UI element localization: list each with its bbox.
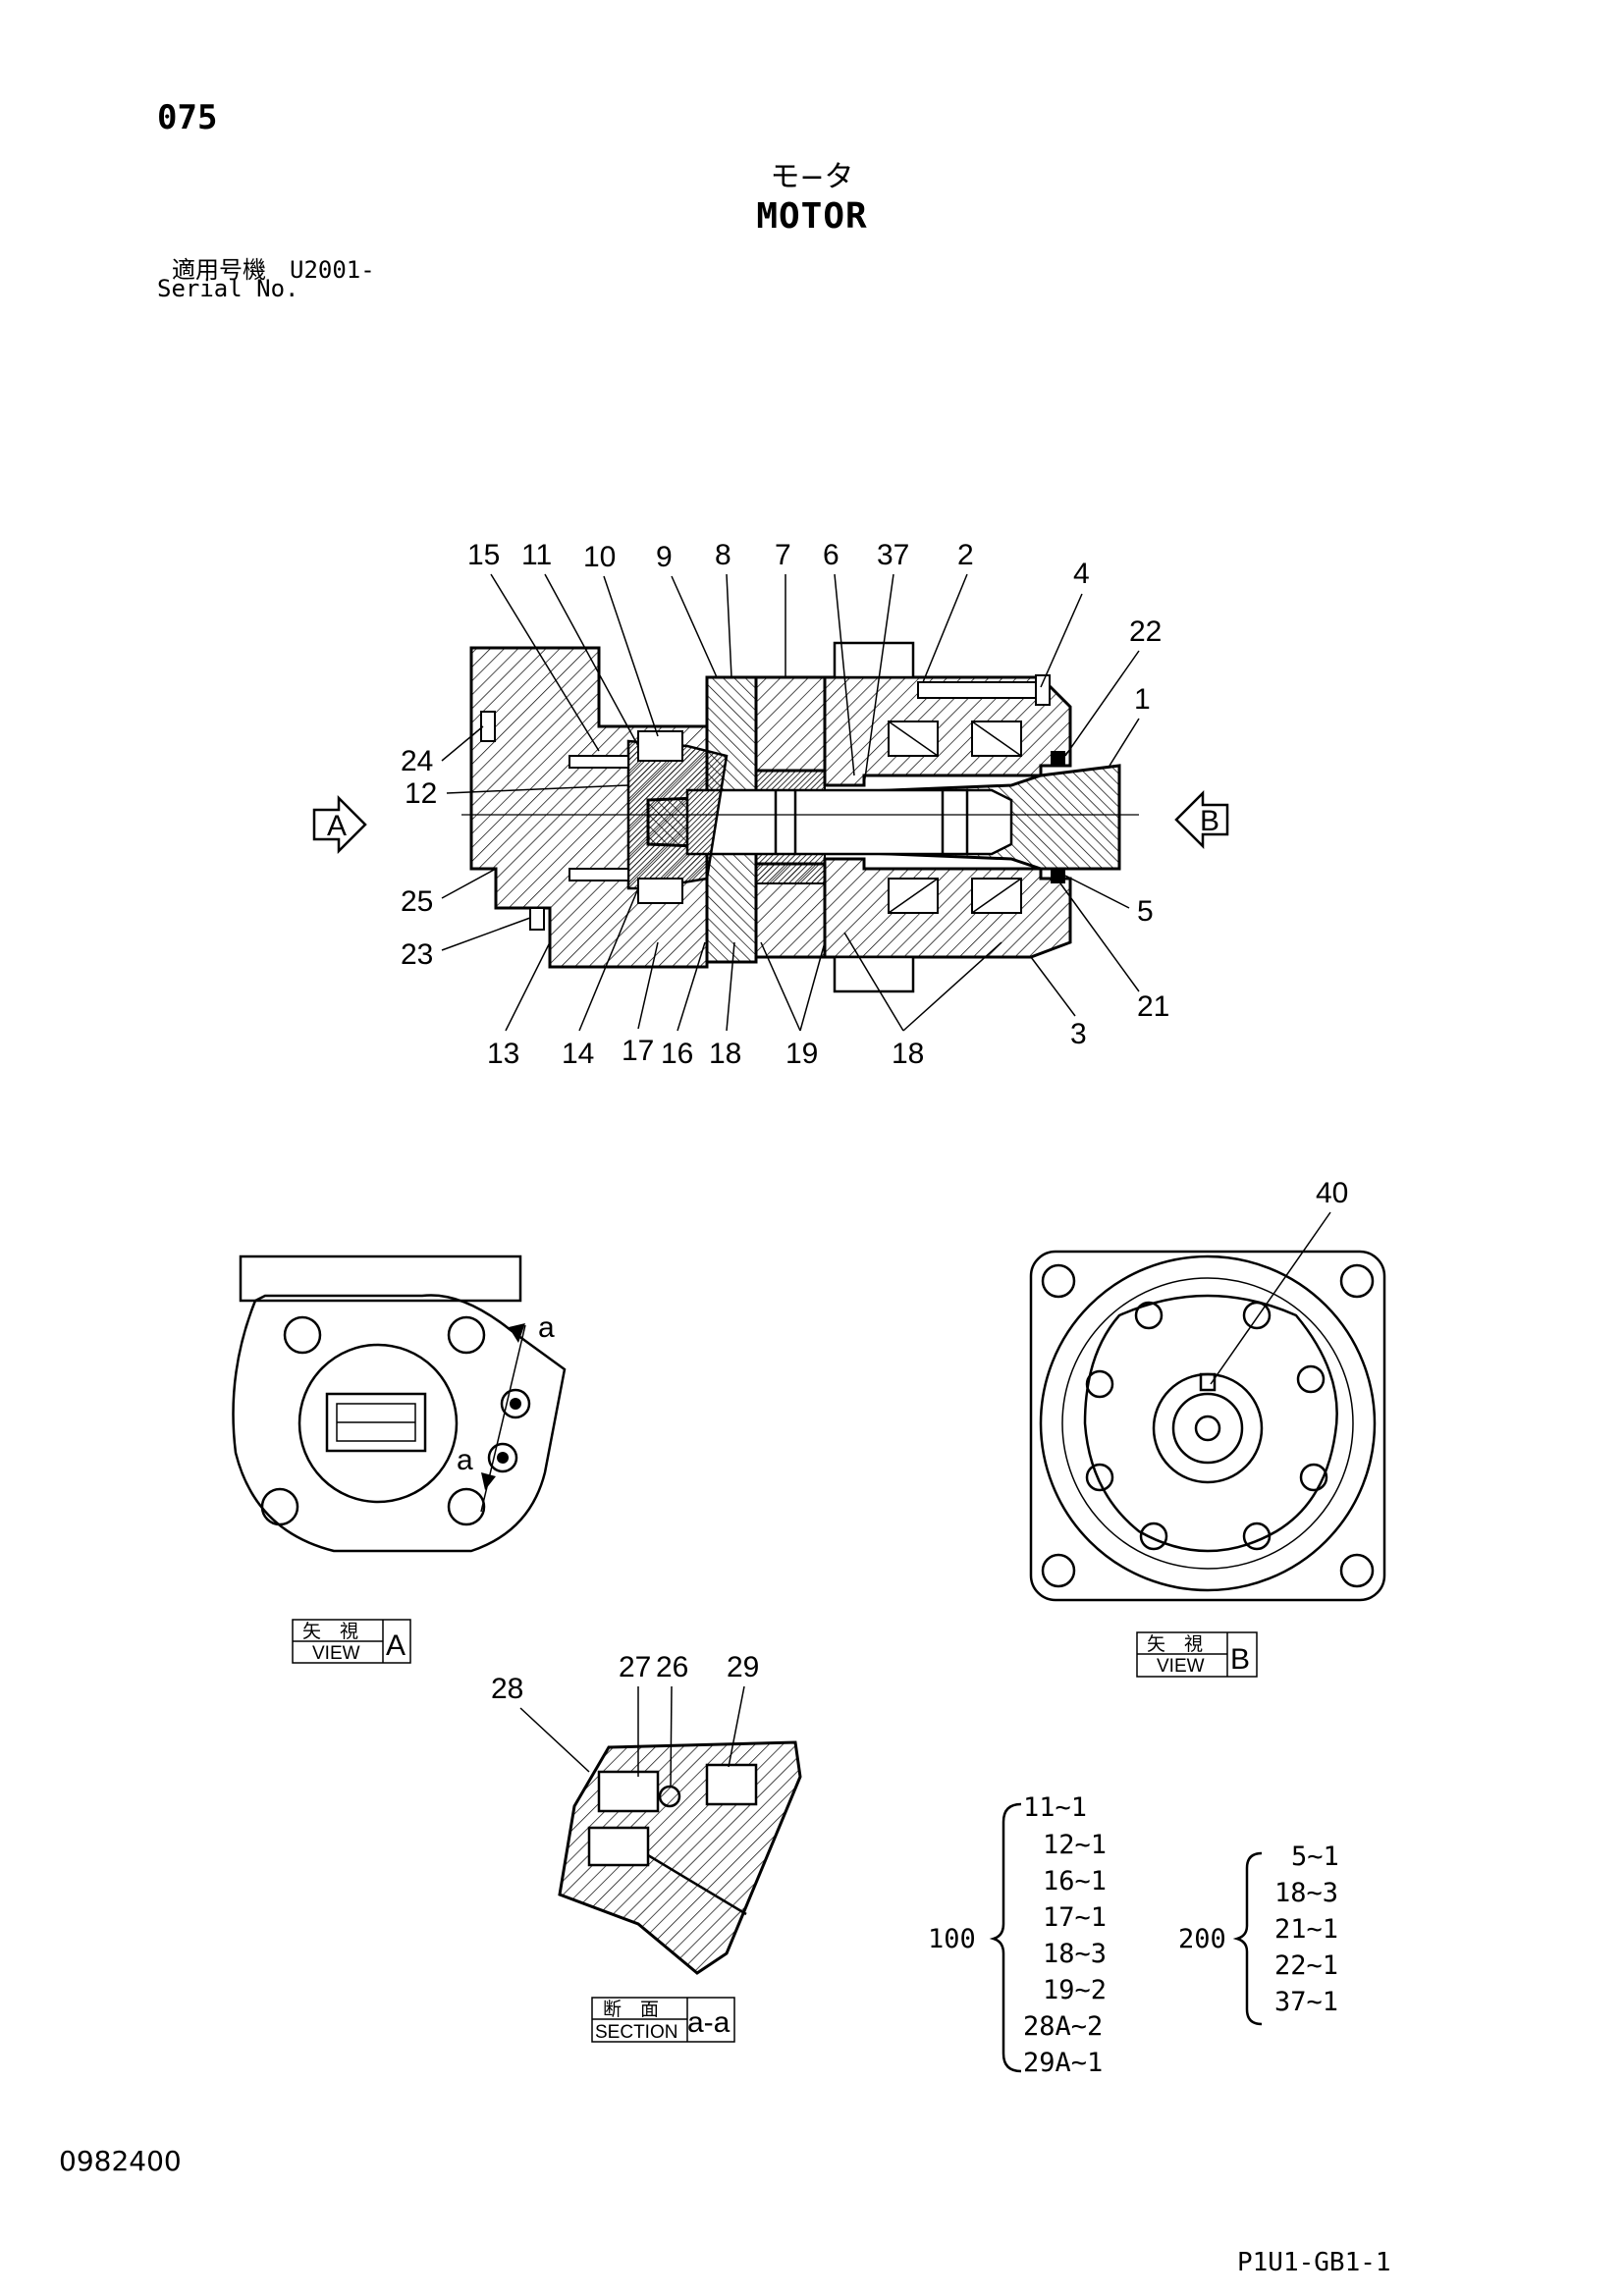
- svg-text:5~1: 5~1: [1291, 1842, 1339, 1872]
- svg-text:37: 37: [877, 539, 909, 571]
- svg-text:21: 21: [1137, 990, 1169, 1023]
- section-a-a-label: 断 面 SECTION a-a: [591, 1997, 735, 2043]
- callouts-right: 5 21 3: [1030, 875, 1169, 1050]
- svg-text:22: 22: [1129, 615, 1162, 648]
- svg-text:9: 9: [656, 541, 673, 573]
- kit-200: 200 5~1 18~3 21~1 22~1 37~1: [1178, 1842, 1339, 2026]
- svg-text:16~1: 16~1: [1043, 1866, 1107, 1896]
- svg-text:VIEW: VIEW: [1157, 1656, 1205, 1677]
- svg-text:28A~2: 28A~2: [1023, 2011, 1103, 2042]
- view-b-drawing: 40: [1029, 1177, 1386, 1602]
- svg-text:11~1: 11~1: [1023, 1792, 1087, 1823]
- svg-text:22~1: 22~1: [1274, 1950, 1338, 1981]
- serial-label-japanese: 適用号機 U2001-: [172, 256, 375, 284]
- svg-text:26: 26: [656, 1651, 688, 1683]
- svg-text:a: a: [457, 1444, 473, 1476]
- svg-text:21~1: 21~1: [1274, 1914, 1338, 1945]
- svg-text:19: 19: [785, 1038, 818, 1070]
- svg-text:13: 13: [487, 1038, 519, 1070]
- svg-text:VIEW: VIEW: [312, 1643, 360, 1664]
- svg-text:17~1: 17~1: [1043, 1902, 1107, 1933]
- svg-text:15: 15: [467, 539, 500, 571]
- svg-text:A: A: [386, 1629, 406, 1662]
- callouts-bottom: 13 14 17 16 18 19 18: [487, 887, 1002, 1070]
- svg-text:a-a: a-a: [687, 2006, 731, 2039]
- svg-text:a: a: [538, 1311, 555, 1344]
- serial-label: Serial No.: [157, 275, 299, 302]
- callouts-top: 15 11 10 9 8 7 6 37 2 4 22 1: [467, 539, 1162, 786]
- svg-text:37~1: 37~1: [1274, 1987, 1338, 2017]
- svg-text:6: 6: [823, 539, 839, 571]
- view-a-drawing: a a: [232, 1255, 567, 1553]
- svg-text:2: 2: [957, 539, 974, 571]
- svg-text:11: 11: [521, 539, 552, 571]
- svg-text:断 面: 断 面: [603, 1999, 659, 2020]
- svg-text:16: 16: [661, 1038, 693, 1070]
- svg-text:14: 14: [562, 1038, 594, 1070]
- svg-text:12: 12: [405, 777, 437, 810]
- svg-text:A: A: [327, 810, 347, 842]
- svg-text:29: 29: [727, 1651, 759, 1683]
- svg-text:29A~1: 29A~1: [1023, 2048, 1103, 2078]
- svg-text:19~2: 19~2: [1043, 1975, 1107, 2005]
- svg-text:25: 25: [401, 885, 433, 918]
- title-japanese: モ−タ: [770, 160, 854, 194]
- page-code: P1U1-GB1-1: [1237, 2248, 1391, 2277]
- svg-text:200: 200: [1178, 1924, 1226, 1954]
- svg-text:8: 8: [715, 539, 731, 571]
- svg-text:7: 7: [775, 539, 791, 571]
- svg-text:SECTION: SECTION: [595, 2022, 677, 2043]
- svg-text:28: 28: [491, 1673, 523, 1705]
- svg-text:18~3: 18~3: [1274, 1878, 1338, 1908]
- svg-text:B: B: [1200, 805, 1219, 837]
- svg-text:40: 40: [1316, 1177, 1348, 1209]
- page-title: MOTOR: [756, 196, 868, 237]
- svg-text:18: 18: [892, 1038, 924, 1070]
- svg-text:17: 17: [622, 1035, 654, 1067]
- svg-text:10: 10: [583, 541, 616, 573]
- svg-text:4: 4: [1073, 558, 1090, 590]
- section-a-a-drawing: 28 27 26 29: [491, 1651, 802, 1975]
- page-number: 075: [157, 98, 218, 137]
- svg-text:100: 100: [928, 1924, 976, 1954]
- svg-text:B: B: [1230, 1643, 1250, 1676]
- view-arrow-a: A: [312, 794, 367, 855]
- svg-text:23: 23: [401, 938, 433, 971]
- svg-text:1: 1: [1134, 683, 1151, 716]
- svg-text:矢 視: 矢 視: [1147, 1633, 1203, 1655]
- svg-text:24: 24: [401, 745, 433, 777]
- svg-text:18: 18: [709, 1038, 741, 1070]
- view-arrow-b: B: [1174, 789, 1229, 850]
- cross-section-view: [461, 641, 1139, 993]
- document-number: 0982400: [59, 2145, 182, 2177]
- svg-text:12~1: 12~1: [1043, 1830, 1107, 1860]
- svg-text:矢 視: 矢 視: [302, 1621, 358, 1642]
- callouts-left: 24 12 25 23: [401, 725, 629, 971]
- view-b-label: 矢 視 VIEW B: [1136, 1631, 1258, 1678]
- svg-text:3: 3: [1070, 1018, 1087, 1050]
- kit-100: 100 11~1 12~1 16~1 17~1 18~3 19~2 28A~2 …: [928, 1792, 1107, 2078]
- svg-text:18~3: 18~3: [1043, 1939, 1107, 1969]
- svg-text:5: 5: [1137, 895, 1154, 928]
- svg-text:27: 27: [619, 1651, 651, 1683]
- view-a-label: 矢 視 VIEW A: [292, 1619, 411, 1664]
